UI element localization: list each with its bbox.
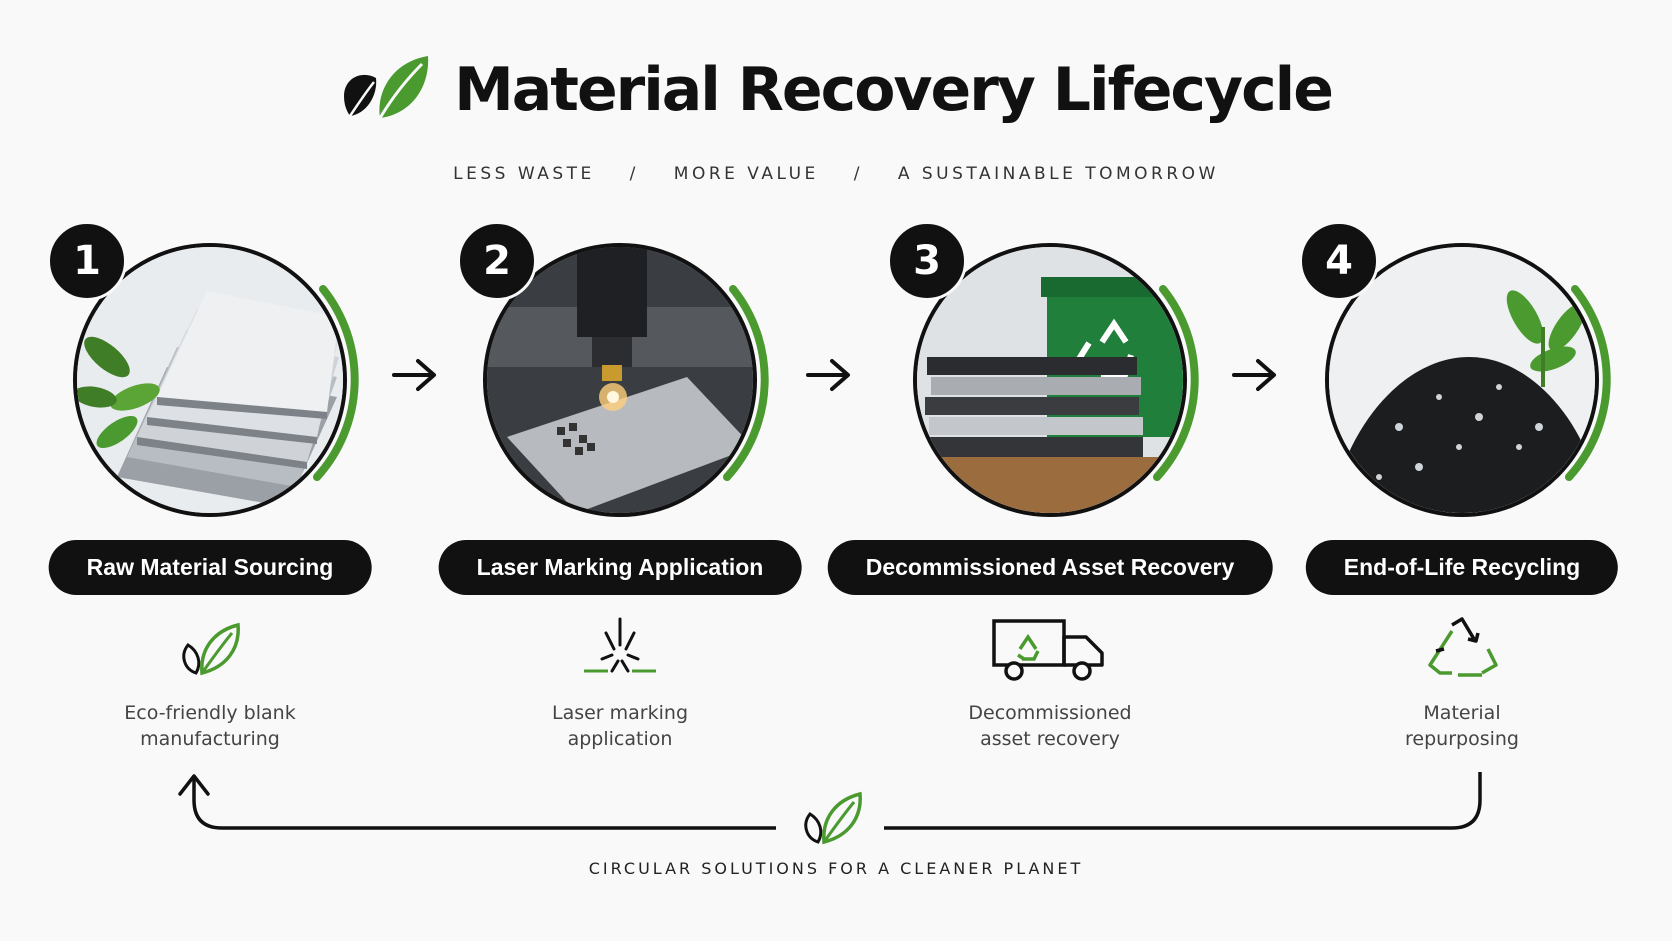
tagline-item: A SUSTAINABLE TOMORROW	[897, 164, 1219, 184]
laser-burst-icon	[584, 617, 656, 673]
caption-line: repurposing	[1405, 728, 1519, 750]
step-4: 4 End-of-Life Recycling Material repurpo…	[1252, 221, 1672, 765]
step-title: Laser Marking Application	[438, 540, 802, 595]
tagline-item: LESS WASTE	[453, 164, 595, 184]
footer-tagline: CIRCULAR SOLUTIONS FOR A CLEANER PLANET	[588, 859, 1084, 878]
arrow-right-icon	[392, 359, 436, 391]
tagline: LESS WASTE / MORE VALUE / A SUSTAINABLE …	[0, 164, 1672, 184]
step-caption: Laser marking application	[410, 700, 830, 752]
step-image-frame: 2	[457, 221, 775, 535]
title-row: Material Recovery Lifecycle	[0, 52, 1672, 128]
step-1: 1 Raw Material Sourcing Eco-friendly bla…	[0, 221, 420, 765]
step-image-frame: 1	[47, 221, 365, 535]
caption-line: manufacturing	[140, 728, 280, 750]
recycled-granules-image	[1325, 243, 1599, 517]
ring-accent	[1153, 285, 1199, 481]
tagline-separator: /	[629, 164, 639, 184]
step-number-badge: 1	[47, 221, 127, 301]
ring-accent	[313, 285, 359, 481]
caption-line: asset recovery	[980, 728, 1120, 750]
step-2: 2 Laser Marking Application Laser markin…	[410, 221, 830, 765]
arrow-right-icon	[806, 359, 850, 391]
step-caption: Material repurposing	[1252, 700, 1672, 752]
recycle-arrows-icon	[1428, 617, 1498, 677]
step-3: 3 Decommissioned Asset Recovery Decommis…	[827, 221, 1273, 765]
step-image-frame: 3	[887, 221, 1205, 535]
caption-line: Decommissioned	[968, 702, 1132, 724]
tagline-separator: /	[853, 164, 863, 184]
header: Material Recovery Lifecycle LESS WASTE /…	[0, 52, 1672, 184]
logo-leaf-icon	[344, 56, 429, 119]
step-title: Decommissioned Asset Recovery	[827, 540, 1273, 595]
laptops-recovery-image	[913, 243, 1187, 517]
metal-sheets-image	[73, 243, 347, 517]
recycling-truck-icon	[992, 619, 1104, 681]
step-caption: Eco-friendly blank manufacturing	[0, 700, 420, 752]
laser-marking-image	[483, 243, 757, 517]
page-title: Material Recovery Lifecycle	[454, 55, 1334, 125]
tagline-item: MORE VALUE	[673, 164, 819, 184]
caption-line: application	[567, 728, 673, 750]
step-number-badge: 2	[457, 221, 537, 301]
ring-accent	[1565, 285, 1611, 481]
caption-line: Material	[1423, 702, 1501, 724]
ring-accent	[723, 285, 769, 481]
step-title: Raw Material Sourcing	[48, 540, 372, 595]
step-title: End-of-Life Recycling	[1305, 540, 1619, 595]
step-caption: Decommissioned asset recovery	[840, 700, 1260, 752]
arrow-right-icon	[1232, 359, 1276, 391]
step-number-badge: 3	[887, 221, 967, 301]
caption-line: Eco-friendly blank	[124, 702, 296, 724]
leaf-icon	[182, 622, 240, 676]
caption-line: Laser marking	[551, 702, 688, 724]
step-image-frame: 4	[1299, 221, 1617, 535]
loop-leaf-icon	[804, 791, 862, 845]
step-number-badge: 4	[1299, 221, 1379, 301]
